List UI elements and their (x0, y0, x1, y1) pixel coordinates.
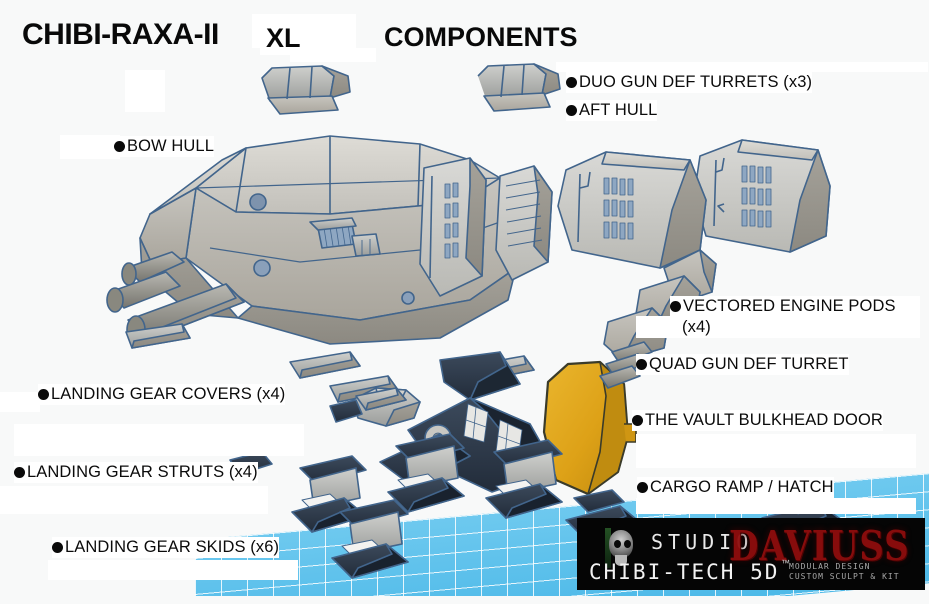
bullet-dot-icon (114, 141, 125, 152)
label-backing-cargo (636, 498, 916, 514)
landing-gear-skid-3 (331, 499, 409, 579)
hull-spine-connector (419, 157, 487, 297)
aft-hull-rear (693, 139, 831, 253)
title-underchip (290, 48, 376, 62)
callout-text: BOW HULL (127, 137, 214, 155)
callout-text: AFT HULL (579, 101, 658, 119)
bullet-dot-icon (38, 389, 49, 400)
callout-vectored-engine-pods: VECTORED ENGINE PODS (x4) (670, 296, 920, 338)
bullet-dot-icon (637, 482, 648, 493)
label-backing-bow-hull (60, 135, 120, 159)
page-title: CHIBI-RAXA-II XL COMPONENTS (0, 6, 929, 62)
label-backing-struts-top (14, 424, 304, 456)
landing-gear-skid-4 (485, 439, 563, 519)
callout-text: QUAD GUN DEF TURRET (649, 355, 849, 373)
callout-text: DUO GUN DEF TURRETS (x3) (579, 73, 813, 91)
bullet-dot-icon (636, 359, 647, 370)
callout-the-vault-bulkhead-door: THE VAULT BULKHEAD DOOR (632, 410, 883, 431)
landing-gear-cover-4 (125, 323, 191, 349)
logo-trademark-icon: ™ (781, 558, 790, 568)
logo-tagline-line2: CUSTOM SCULPT & KIT (789, 572, 900, 581)
label-backing-vault (636, 434, 916, 468)
logo-tagline-line1: MODULAR DESIGN (789, 562, 871, 571)
logo-brand-text: DAVIUSS (729, 522, 910, 571)
callout-quad-gun-def-turret: QUAD GUN DEF TURRET (636, 354, 849, 375)
label-backing-skids (48, 560, 298, 580)
logo-tagline: MODULAR DESIGN CUSTOM SCULPT & KIT (789, 562, 900, 582)
callout-text: VECTORED ENGINE PODS (683, 297, 896, 315)
callout-bow-hull: BOW HULL (114, 136, 214, 157)
title-components: COMPONENTS (384, 22, 578, 52)
label-backing-struts-bottom (0, 486, 268, 514)
duo-turret-module-b (477, 63, 561, 112)
bullet-dot-icon (566, 105, 577, 116)
vault-bulkhead-door (542, 360, 637, 496)
hull-truss (495, 165, 553, 281)
landing-gear-cover-1 (289, 351, 361, 379)
bullet-dot-icon (14, 467, 25, 478)
callout-duo-gun-def-turrets: DUO GUN DEF TURRETS (x3) (566, 72, 813, 93)
landing-gear-skid-2 (387, 433, 465, 513)
callout-cargo-ramp-hatch: CARGO RAMP / HATCH (637, 477, 834, 498)
logo-product-text: CHIBI-TECH 5D (589, 560, 780, 584)
callout-landing-gear-skids: LANDING GEAR SKIDS (x6) (52, 537, 280, 558)
bullet-dot-icon (52, 542, 63, 553)
label-backing-left-edge (0, 392, 40, 412)
workplane-bottom-mask (0, 596, 929, 604)
callout-text: CARGO RAMP / HATCH (650, 478, 834, 496)
callout-landing-gear-struts: LANDING GEAR STRUTS (x4) (14, 462, 258, 483)
aft-hull-mid (557, 151, 717, 305)
callout-text: LANDING GEAR STRUTS (x4) (27, 463, 258, 481)
skull-icon (603, 526, 639, 570)
title-size: XL (260, 22, 307, 55)
logo-studio-text: STUDIO (651, 530, 754, 554)
callout-aft-hull: AFT HULL (566, 100, 658, 121)
bullet-dot-icon (670, 301, 681, 312)
studio-logo-badge: STUDIO DAVIUSS CHIBI-TECH 5D ™ MODULAR D… (577, 518, 925, 590)
bullet-dot-icon (566, 77, 577, 88)
title-model-name: CHIBI-RAXA-II (22, 18, 219, 51)
misc-part-a (355, 387, 407, 411)
callout-text: LANDING GEAR SKIDS (x6) (65, 538, 280, 556)
label-backing-top-left (125, 70, 165, 112)
callout-landing-gear-covers: LANDING GEAR COVERS (x4) (38, 384, 286, 405)
callout-text: THE VAULT BULKHEAD DOOR (645, 411, 883, 429)
label-backing-turrets-top (556, 62, 928, 72)
duo-turret-module-a (261, 65, 351, 115)
bullet-dot-icon (632, 415, 643, 426)
callout-text: LANDING GEAR COVERS (x4) (51, 385, 286, 403)
callout-text-line2: (x4) (682, 318, 711, 336)
